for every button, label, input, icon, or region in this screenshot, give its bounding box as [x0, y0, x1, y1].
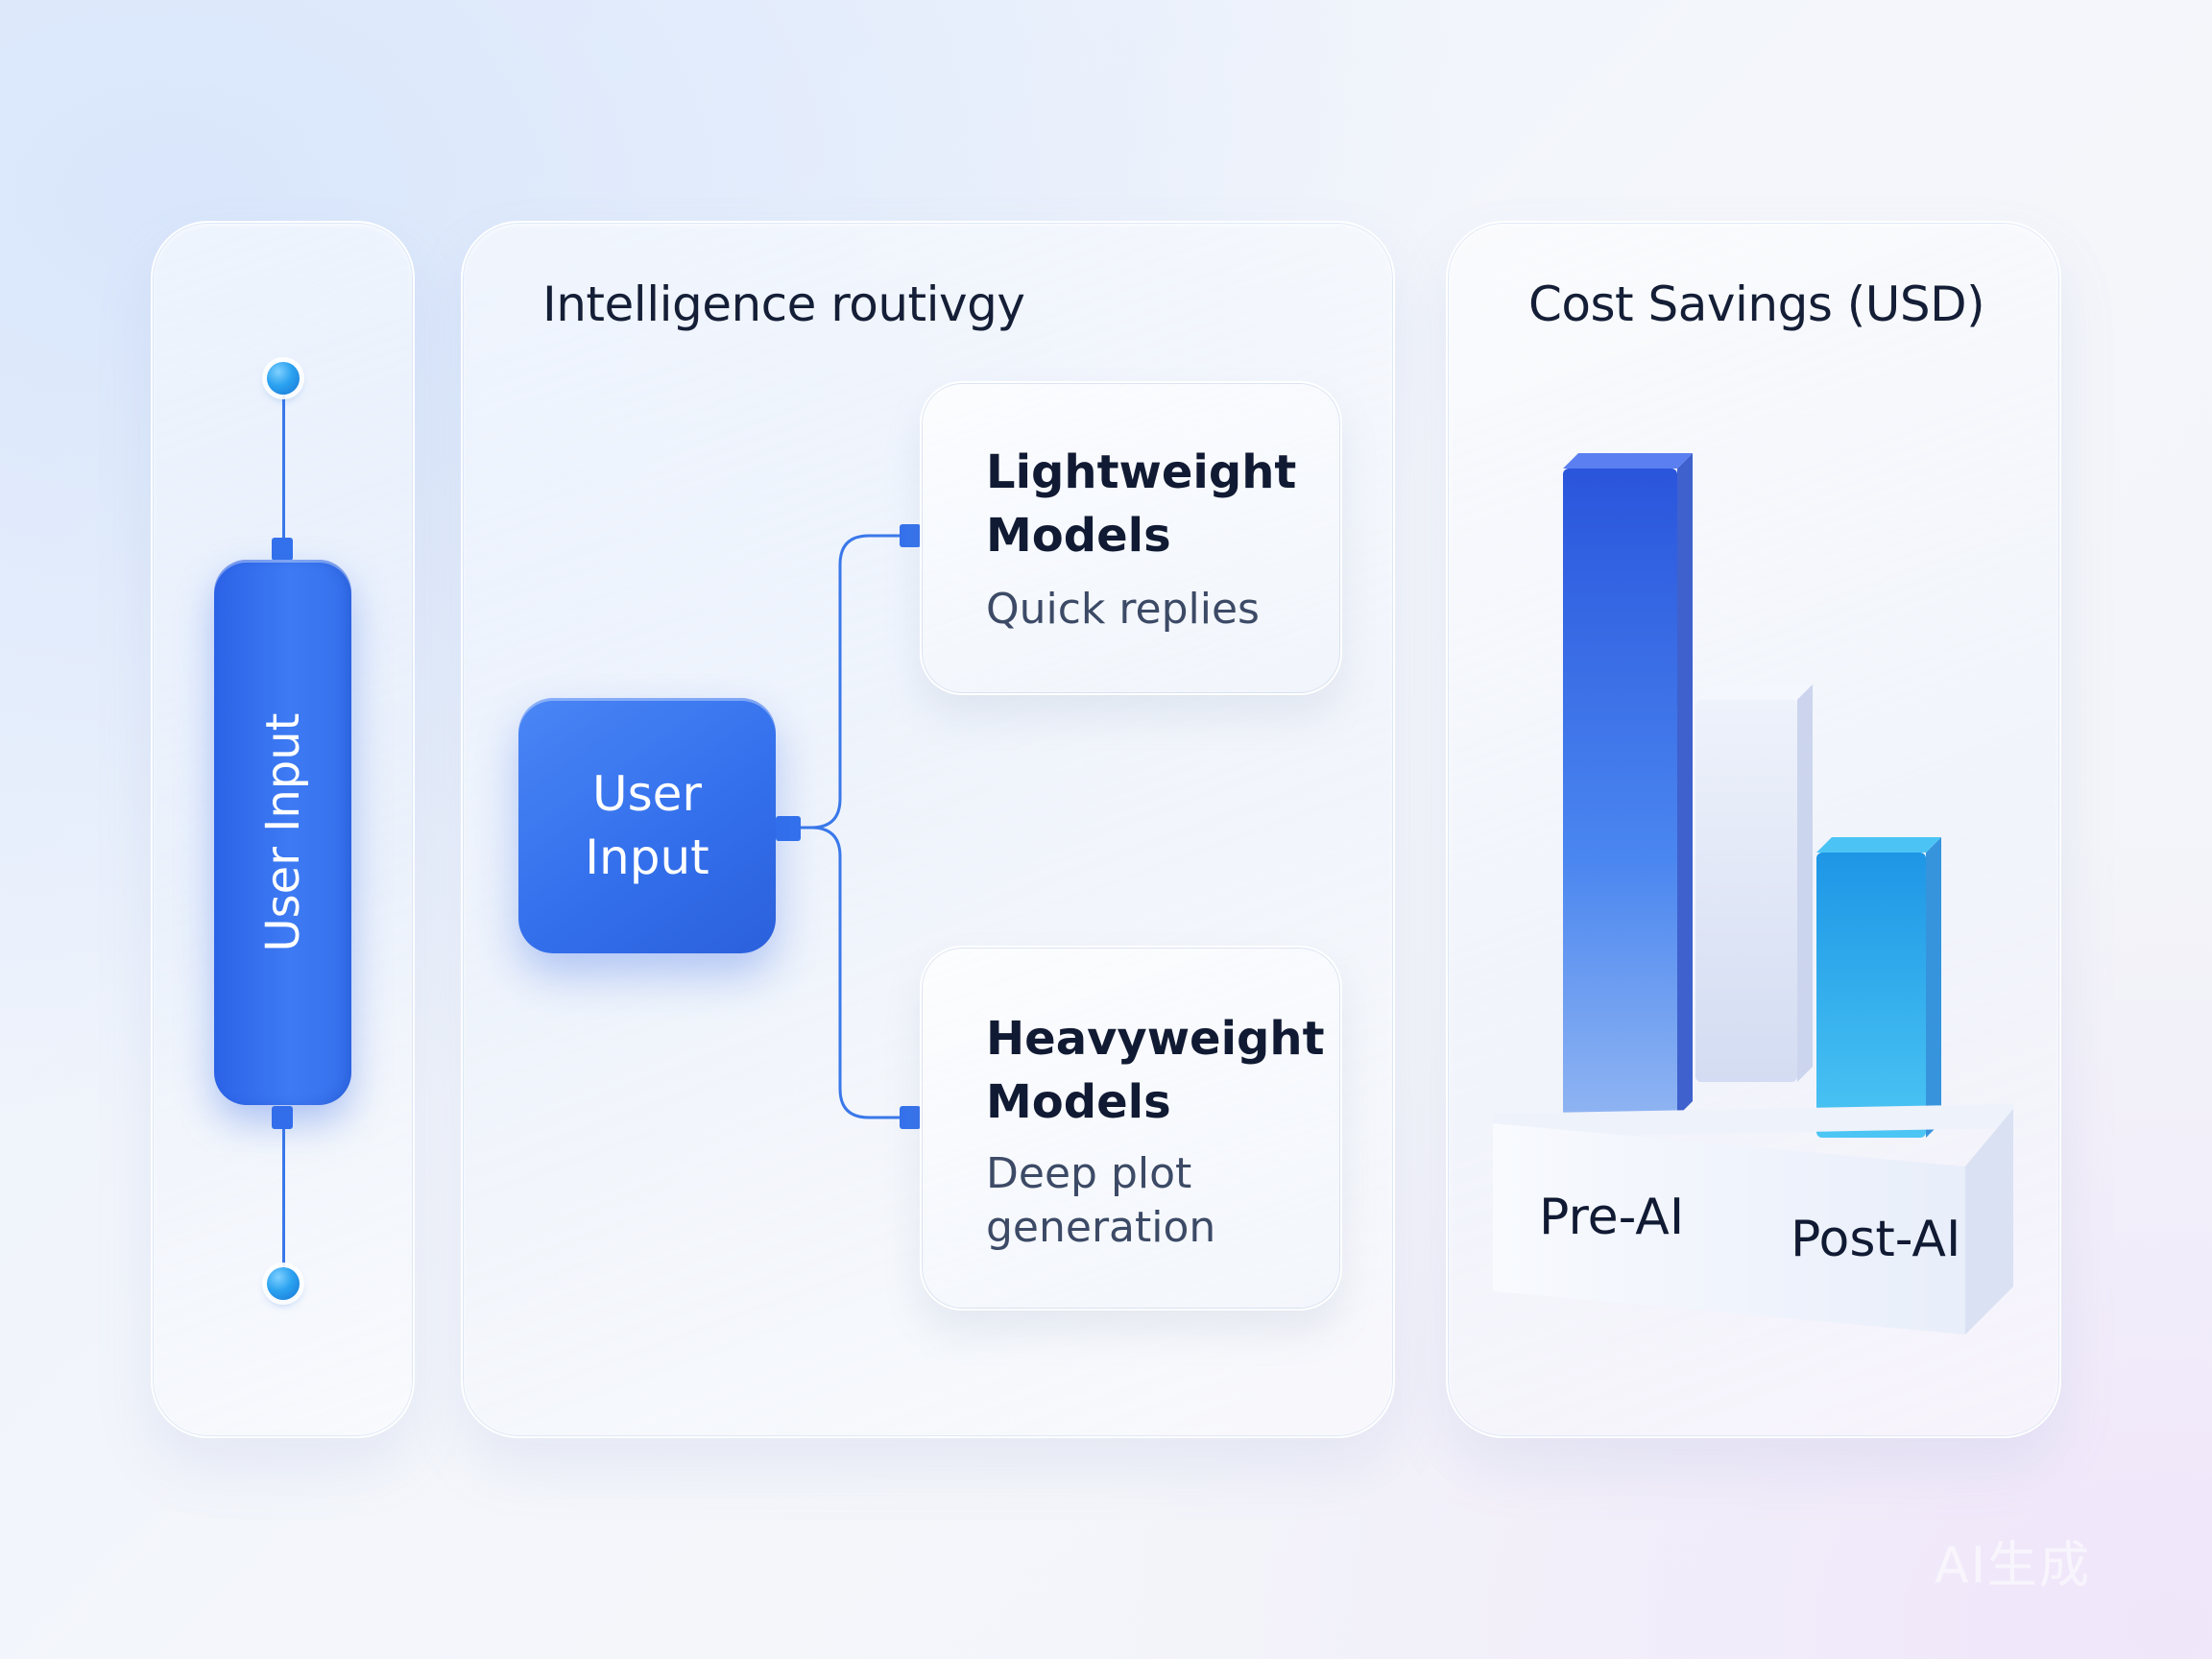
- lightweight-models-description: Quick replies: [986, 585, 1260, 634]
- flow-line-to-lightweight: [776, 534, 907, 830]
- routing-panel-title: Intelligence routivgy: [542, 276, 1025, 332]
- plinth-top: [1493, 1104, 2013, 1138]
- flow-line-to-heavyweight: [776, 826, 907, 1119]
- user-input-box[interactable]: User Input: [518, 698, 776, 953]
- bar-preai-0: [1563, 453, 1693, 1117]
- connector-line-bottom: [282, 1123, 285, 1269]
- user-input-box-label: User Input: [585, 766, 709, 885]
- bar-front-0: [1563, 469, 1677, 1117]
- bar-top-1: [1695, 684, 1813, 700]
- bar-side-0: [1677, 453, 1693, 1117]
- bar-front-1: [1695, 699, 1797, 1082]
- chart-base-plinth: [1493, 1104, 2013, 1334]
- category-label-post-ai: Post-AI: [1791, 1211, 1961, 1268]
- bar-front-2: [1816, 853, 1926, 1138]
- lightweight-models-card[interactable]: Lightweight Models Quick replies: [920, 381, 1342, 695]
- heavyweight-models-title: Heavyweight Models: [986, 1012, 1325, 1129]
- user-input-pill[interactable]: User Input: [214, 560, 351, 1105]
- lightweight-models-title: Lightweight Models: [986, 445, 1297, 563]
- cost-savings-title: Cost Savings (USD): [1528, 276, 1985, 332]
- bar-top-0: [1563, 453, 1693, 469]
- category-label-pre-ai: Pre-AI: [1539, 1189, 1685, 1246]
- bar-top-2: [1816, 837, 1941, 853]
- plinth-front: [1493, 1123, 1965, 1334]
- heavyweight-models-card[interactable]: Heavyweight Models Deep plot generation: [920, 946, 1342, 1310]
- connector-line-top: [282, 394, 285, 538]
- flow-port-heavyweight: [900, 1106, 921, 1129]
- flow-port-input: [776, 816, 801, 841]
- plinth-side: [1965, 1109, 2013, 1334]
- pill-connector-bottom: [272, 1106, 293, 1129]
- heavyweight-models-description: Deep plot generation: [986, 1149, 1216, 1252]
- bar-preai-1: [1695, 684, 1813, 1082]
- bar-side-2: [1926, 837, 1941, 1138]
- pill-connector-top: [272, 538, 293, 561]
- bar-postai-2: [1816, 837, 1941, 1138]
- bar-side-1: [1797, 684, 1813, 1082]
- flow-port-lightweight: [900, 524, 921, 547]
- node-dot-bottom: [267, 1267, 300, 1300]
- node-dot-top: [267, 362, 300, 395]
- watermark: AI生成: [1935, 1537, 2091, 1595]
